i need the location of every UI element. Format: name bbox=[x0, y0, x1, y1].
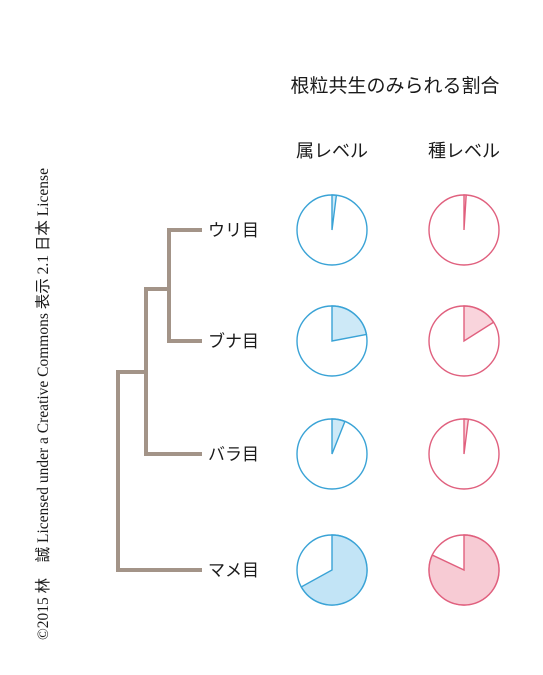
license-credit: ©2015 林 誠 Licensed under a Creative Comm… bbox=[34, 168, 52, 640]
pie-species-cucurbitales-slice bbox=[463, 194, 467, 231]
column-header-genus: 属レベル bbox=[296, 141, 368, 162]
pie-species-fagales-slice bbox=[463, 305, 495, 343]
pie-genus-fagales-slice bbox=[331, 305, 368, 342]
order-label-rosales: バラ目 bbox=[208, 445, 259, 465]
pie-charts bbox=[296, 194, 500, 606]
order-label-fagales: ブナ目 bbox=[208, 331, 259, 352]
tree-branch-fabales bbox=[116, 370, 202, 572]
order-label-fabales: マメ目 bbox=[208, 561, 259, 581]
pie-species-rosales-slice bbox=[463, 418, 470, 455]
tree-branch-rosales bbox=[144, 287, 202, 456]
order-label-cucurbitales: ウリ目 bbox=[208, 221, 259, 241]
pie-species-fabales-slice bbox=[428, 534, 500, 606]
phylogenetic-tree bbox=[116, 228, 202, 572]
pie-genus-cucurbitales-slice bbox=[331, 194, 338, 231]
pie-genus-fabales-slice bbox=[300, 534, 368, 606]
column-header-species: 種レベル bbox=[428, 141, 500, 162]
pie-genus-rosales-slice bbox=[331, 418, 346, 455]
figure-title: 根粒共生のみられる割合 bbox=[290, 75, 499, 97]
tree-branch-cucurbitales-fagales bbox=[167, 228, 202, 343]
